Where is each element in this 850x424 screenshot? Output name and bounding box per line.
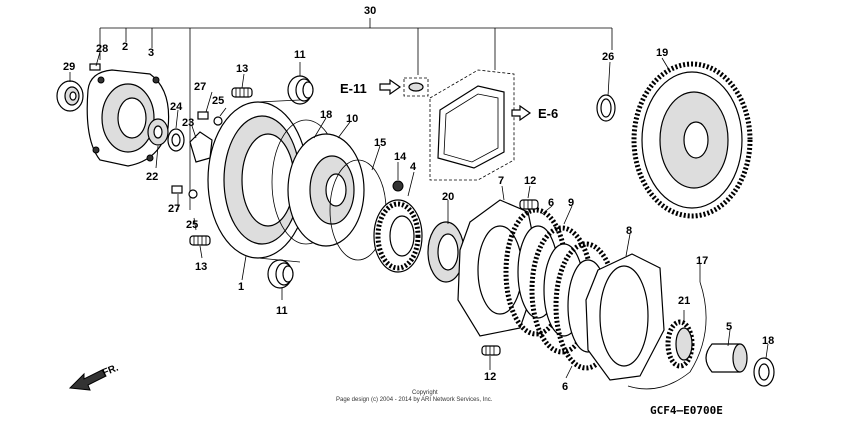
- ref-e11: E-11: [340, 81, 367, 96]
- callout-23: 23: [182, 117, 194, 129]
- callout-25: 25: [186, 219, 198, 231]
- callout-13: 13: [195, 261, 207, 273]
- gasket-box: [429, 69, 515, 181]
- part-13-spring-lower: [189, 235, 211, 246]
- part-25-washer-lower: [188, 189, 198, 199]
- part-25-washer-upper: [213, 116, 223, 126]
- callout-13: 13: [236, 63, 248, 75]
- callout-12: 12: [524, 175, 536, 187]
- part-27-bolt-upper: [197, 111, 209, 120]
- part-20-sleeve: [427, 221, 465, 283]
- callout-8: 8: [626, 225, 632, 237]
- part-7-pressure-plate: [457, 199, 541, 337]
- arrow-e6-icon: [511, 104, 532, 122]
- part-12-spring-lower: [481, 345, 501, 356]
- callout-14: 14: [394, 151, 407, 163]
- part-2-housing: [86, 69, 170, 167]
- part-22-bushing: [147, 118, 169, 146]
- part-19-primary-gear: [631, 61, 753, 219]
- callout-6: 6: [548, 197, 554, 209]
- part-12-spring-upper: [519, 199, 539, 210]
- part-1-clutch-outer: [207, 99, 309, 263]
- callout-11: 11: [276, 305, 288, 317]
- callout-1: 1: [238, 281, 244, 293]
- callout-24: 24: [170, 101, 183, 113]
- callout-30: 30: [364, 5, 376, 17]
- callout-18: 18: [762, 335, 774, 347]
- part-17-circlip: [627, 281, 707, 390]
- group-30-bracket: [99, 18, 613, 210]
- copyright-line2: Page design (c) 2004 - 2014 by ARI Netwo…: [336, 397, 493, 403]
- front-label: FR.: [101, 362, 120, 378]
- copyright-line1: Copyright: [412, 390, 438, 396]
- leader-lines: [69, 51, 769, 379]
- callout-20: 20: [442, 191, 454, 203]
- callout-11: 11: [294, 49, 306, 61]
- callout-17: 17: [696, 255, 708, 267]
- ref-e6: E-6: [538, 106, 558, 121]
- part-8-end-plate: [585, 253, 665, 381]
- callout-2: 2: [122, 41, 128, 53]
- callout-12: 12: [484, 371, 496, 383]
- callout-10: 10: [346, 113, 358, 125]
- part-23-plate: [189, 131, 213, 163]
- callout-7: 7: [498, 175, 504, 187]
- callout-27: 27: [168, 203, 180, 215]
- front-arrow-icon: [68, 369, 107, 391]
- callout-28: 28: [96, 43, 108, 55]
- part-28-bolt: [89, 63, 101, 71]
- callout-5: 5: [726, 321, 732, 333]
- callout-6: 6: [562, 381, 568, 393]
- callout-4: 4: [410, 161, 417, 173]
- callout-27: 27: [194, 81, 206, 93]
- part-5-needle-bearing: [705, 343, 748, 373]
- callout-25: 25: [212, 95, 224, 107]
- callout-26: 26: [602, 51, 614, 63]
- callout-labels: 30 28 2 3 29 27 13 25 24 23 22 27 25 13 …: [63, 5, 774, 393]
- part-13-spring-upper: [231, 87, 253, 98]
- callout-19: 19: [656, 47, 668, 59]
- arrow-e11-icon: [379, 78, 402, 96]
- part-26-snap-ring: [596, 94, 616, 122]
- part-4-hub: [373, 199, 423, 273]
- part-11-spring-lower: [267, 259, 294, 289]
- part-21-gear: [665, 319, 695, 369]
- part-14-ball: [392, 180, 404, 192]
- callout-22: 22: [146, 171, 158, 183]
- e11-small-part: [403, 77, 429, 97]
- callout-29: 29: [63, 61, 75, 73]
- callout-9: 9: [568, 197, 574, 209]
- callout-15: 15: [374, 137, 386, 149]
- diagram-code: GCF4—E0700E: [650, 404, 723, 417]
- part-11-spring-upper: [287, 75, 314, 105]
- callout-18: 18: [320, 109, 332, 121]
- part-18-washer: [753, 357, 775, 387]
- callout-3: 3: [148, 47, 154, 59]
- part-27-bolt-lower: [171, 185, 183, 194]
- part-29-bearing: [56, 80, 84, 112]
- part-24-washer: [167, 128, 185, 152]
- part-10-clutch-center: [287, 133, 365, 247]
- callout-21: 21: [678, 295, 690, 307]
